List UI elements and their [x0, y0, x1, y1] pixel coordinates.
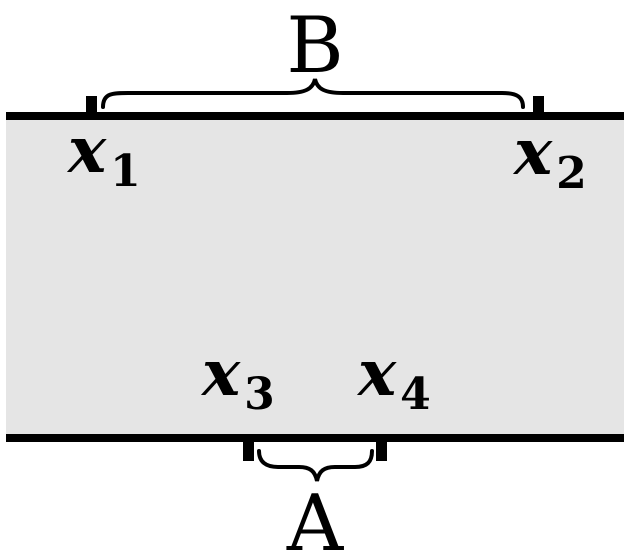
marker-x4	[376, 440, 387, 461]
point-label-x1: x1	[66, 113, 141, 197]
x4-var: x	[356, 336, 397, 411]
point-label-x4: x4	[356, 336, 431, 420]
region-label-a: A	[286, 479, 345, 553]
x2-sub: 2	[556, 148, 587, 199]
brace-top	[101, 78, 525, 109]
x1-var: x	[66, 113, 107, 188]
x3-var: x	[200, 336, 241, 411]
shaded-strip	[6, 116, 624, 438]
x1-sub: 1	[110, 146, 141, 197]
marker-x1	[86, 96, 97, 114]
point-label-x3: x3	[200, 336, 275, 420]
x3-sub: 3	[244, 369, 275, 420]
brace-bottom	[257, 449, 374, 482]
point-label-x2: x2	[512, 115, 587, 199]
marker-x3	[243, 440, 254, 461]
x2-var: x	[512, 115, 553, 190]
region-label-b: B	[286, 1, 343, 91]
marker-x2	[533, 96, 544, 114]
x4-sub: 4	[400, 369, 431, 420]
